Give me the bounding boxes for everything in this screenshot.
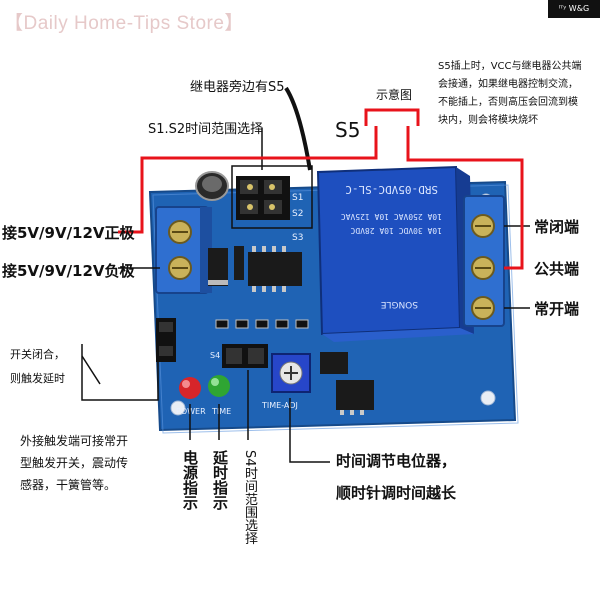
optocoupler — [336, 380, 374, 410]
pcb-label-s4: S4 — [210, 351, 220, 360]
relay-rating-2: 10A 30VDC 10A 28VDC — [350, 226, 442, 235]
transistor — [320, 352, 348, 374]
label-switch-close-2: 则触发延时 — [10, 372, 65, 385]
label-com: 公共端 — [534, 260, 580, 278]
highlight-box-s1s2 — [231, 165, 313, 229]
timer-ic — [248, 246, 302, 292]
pcb-label-time-adj: TIME-ADJ — [261, 401, 298, 410]
power-led — [179, 377, 201, 399]
time-potentiometer — [271, 353, 311, 393]
pcb-label-s1: S1 — [292, 193, 303, 203]
label-delay-indicator: 延时指示 — [211, 450, 229, 510]
brand-badge: ˡᵀʸ W&G — [548, 0, 600, 18]
pcb-label-power: POWER — [176, 407, 206, 416]
red-leader-positive — [118, 126, 378, 234]
leader-trigger — [81, 344, 159, 401]
label-switch-close-1: 开关闭合， — [10, 348, 65, 361]
label-s4-select: S4时间范围选择 — [242, 450, 257, 545]
pcb-label-s2: S2 — [292, 209, 303, 219]
switch-blade — [81, 355, 101, 385]
relay-model-text: SRD-05VDC-SL-C — [345, 183, 438, 196]
pcb-label-time: TIME — [211, 407, 231, 416]
relay-brand: SONGLE — [380, 299, 418, 309]
label-external-trigger: 外接触发端可接常开 型触发开关，震动传 感器，干簧管等。 — [20, 434, 129, 492]
label-s5-warning: S5插上时，VCC与继电器公共端 会接通，如果继电器控制交流， 不能插上，否则高… — [438, 61, 582, 126]
jumper-header-s4 — [222, 344, 268, 368]
delay-led — [208, 375, 230, 397]
resistor — [234, 246, 244, 280]
leader-lines — [81, 128, 530, 463]
label-pot-2: 顺时针调时间越长 — [336, 484, 457, 502]
pcb-label-s3: S3 — [292, 233, 303, 243]
relay-rating-1: 10A 250VAC 10A 125VAC — [341, 212, 442, 221]
s5-schematic-bracket — [364, 108, 420, 126]
label-pot-1: 时间调节电位器， — [336, 452, 457, 470]
trigger-header — [156, 318, 176, 362]
red-leaders — [118, 108, 524, 270]
store-watermark: 【Daily Home-Tips Store】 — [4, 13, 244, 34]
smd-resistors — [215, 319, 309, 329]
label-input-positive: 接5V/9V/12V正极 — [2, 224, 135, 242]
label-no: 常开端 — [534, 300, 580, 318]
mount-hole — [480, 390, 496, 406]
label-relay-s5: 继电器旁边有S5 — [190, 80, 285, 95]
red-leader-com — [406, 126, 524, 270]
jumper-header-s1-s3 — [236, 176, 290, 220]
input-terminal-block — [155, 206, 212, 294]
label-power-indicator: 电源指示 — [181, 450, 199, 510]
electrolytic-capacitor — [195, 171, 229, 201]
label-nc: 常闭端 — [534, 218, 580, 236]
label-s5: S5 — [335, 118, 361, 142]
label-input-negative: 接5V/9V/12V负极 — [2, 262, 135, 280]
diode — [208, 248, 228, 286]
leader-pot — [289, 398, 330, 463]
mount-hole — [170, 400, 186, 416]
label-schematic: 示意图 — [376, 88, 413, 102]
label-s1s2-select: S1.S2时间范围选择 — [148, 122, 264, 137]
output-terminal-block — [463, 195, 505, 327]
